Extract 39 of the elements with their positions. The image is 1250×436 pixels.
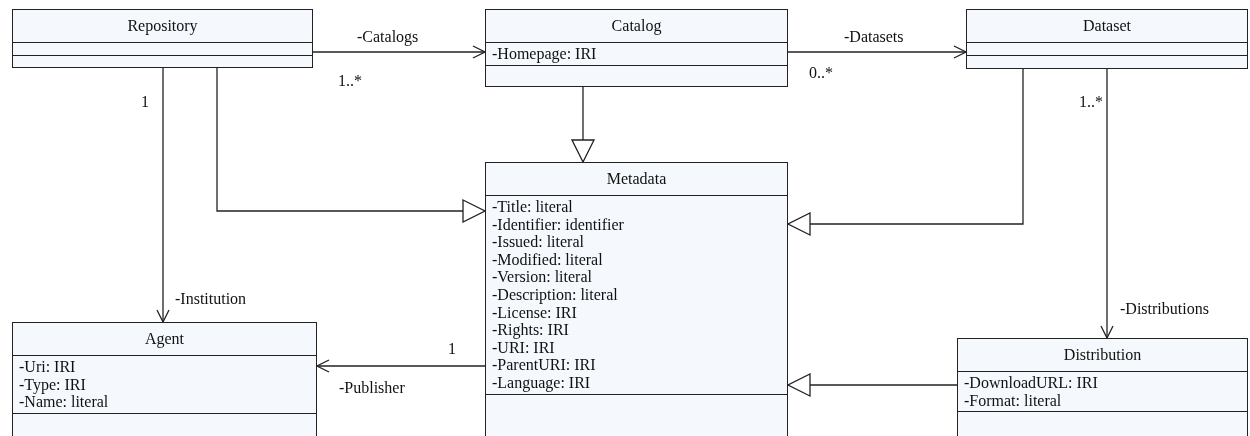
attribute-text: -DownloadURL: IRI	[964, 374, 1099, 392]
class-name: Distribution	[1063, 346, 1142, 364]
class-name: Repository	[127, 17, 198, 35]
class-box	[12, 9, 313, 68]
attribute-text: -Homepage: IRI	[492, 45, 598, 63]
attribute-text: -Type: IRI	[19, 375, 87, 394]
class-box	[485, 9, 788, 87]
generalization-arrow	[571, 86, 595, 163]
generalization-arrow	[787, 68, 1024, 236]
association-arrow	[787, 45, 967, 59]
edge-label: -Catalogs	[356, 28, 420, 46]
class-box	[485, 162, 788, 436]
class-name: Agent	[144, 330, 185, 348]
class-name: Metadata	[606, 170, 667, 188]
attribute-text: -Uri: IRI	[19, 358, 77, 376]
attribute-text: -Rights: IRI	[492, 321, 570, 339]
attribute-text: -Description: literal	[492, 285, 619, 304]
attribute-text: -Name: literal	[19, 393, 110, 411]
attribute-text: -ParentURI: IRI	[492, 356, 597, 374]
class-name: Catalog	[611, 17, 662, 35]
generalization-arrow	[216, 67, 486, 223]
attribute-text: -Version: literal	[492, 268, 593, 286]
attribute-text: -License: IRI	[492, 303, 578, 322]
attribute-text: -Issued: literal	[492, 233, 585, 251]
association-arrow	[1100, 68, 1114, 339]
attribute-text: -Identifier: identifier	[492, 215, 625, 234]
class-name: Dataset	[1083, 17, 1131, 35]
class-box	[12, 322, 317, 436]
attribute-text: -Language: IRI	[492, 373, 592, 392]
attribute-text: -Title: literal	[492, 198, 574, 216]
attribute-text: -Format: literal	[964, 391, 1063, 410]
association-arrow	[316, 359, 486, 373]
association-arrow	[156, 67, 170, 323]
attribute-text: -Modified: literal	[492, 250, 604, 269]
generalization-arrow	[787, 373, 958, 397]
class-box	[966, 9, 1248, 69]
class-box	[957, 338, 1248, 436]
attribute-text: -URI: IRI	[492, 338, 556, 357]
association-arrow	[312, 45, 486, 59]
